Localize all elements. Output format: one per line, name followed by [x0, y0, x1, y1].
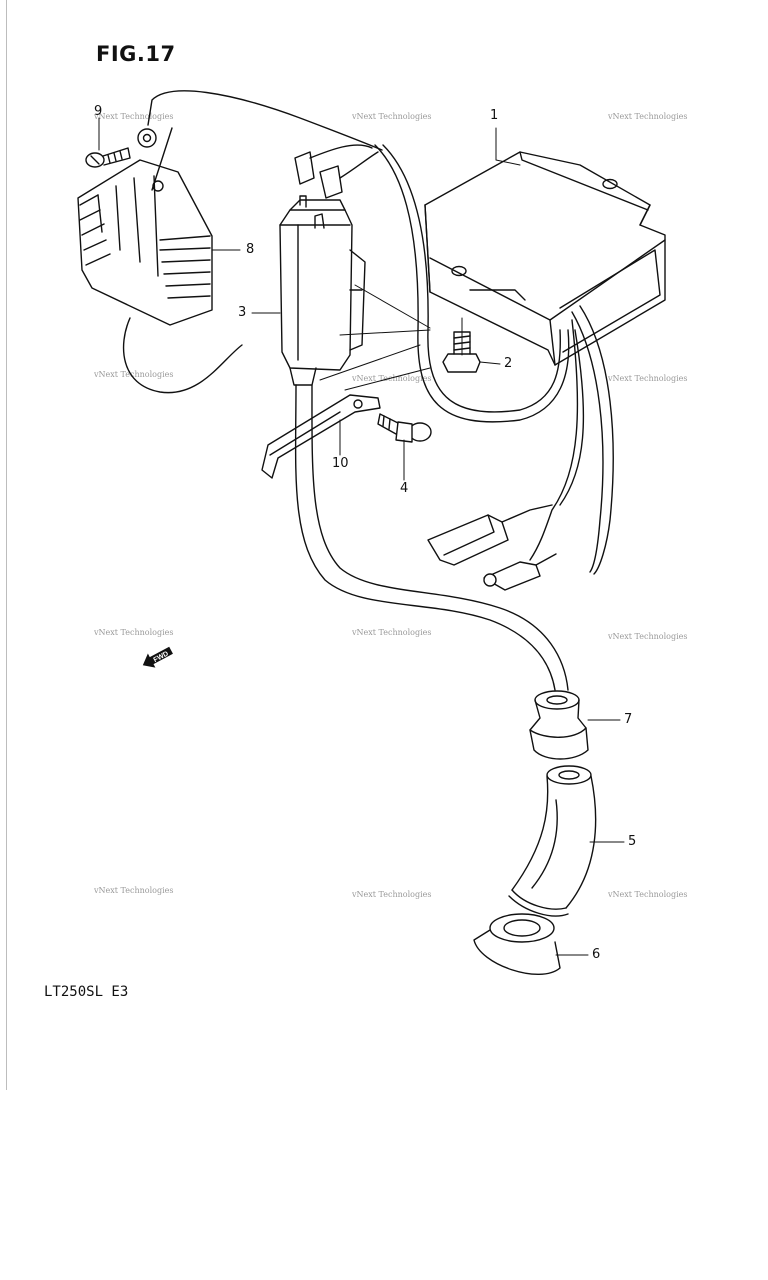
watermark: vNext Technologies: [94, 370, 174, 379]
mounting-bracket: [261, 394, 381, 479]
ignition-coil: [279, 195, 366, 386]
watermark: vNext Technologies: [608, 112, 688, 121]
wiring-harness: [294, 144, 614, 691]
callout-3: 3: [238, 305, 247, 320]
ground-lead: [137, 90, 383, 191]
regulator-screw: [85, 147, 131, 168]
plug-cap-seal: [473, 913, 561, 976]
leader-lines: [98, 117, 625, 956]
fwd-label: FWD: [152, 650, 169, 664]
watermark: vNext Technologies: [352, 374, 432, 383]
callout-7: 7: [624, 712, 633, 727]
watermark: vNext Technologies: [608, 632, 688, 641]
cdi-unit: [424, 151, 666, 366]
callout-4: 4: [400, 481, 409, 496]
model-label: LT250SL E3: [44, 984, 129, 1000]
watermark: vNext Technologies: [608, 374, 688, 383]
plug-cap: [508, 765, 597, 917]
callout-10: 10: [332, 456, 349, 471]
watermark: vNext Technologies: [94, 886, 174, 895]
page-edge-rule: [6, 0, 7, 1090]
figure-title: FIG.17: [96, 42, 176, 66]
watermark: vNext Technologies: [352, 890, 432, 899]
callout-8: 8: [246, 242, 255, 257]
lead-connectors: [427, 504, 557, 591]
grommet: [529, 690, 589, 760]
watermark: vNext Technologies: [94, 628, 174, 637]
regulator-rectifier: [77, 159, 243, 394]
harness-connectors: [294, 144, 379, 199]
watermark: vNext Technologies: [352, 112, 432, 121]
watermark: vNext Technologies: [94, 112, 174, 121]
coil-bolt: [377, 413, 432, 443]
callout-2: 2: [504, 356, 513, 371]
fwd-direction-badge: FWD: [142, 646, 173, 668]
callout-6: 6: [592, 947, 601, 962]
callout-5: 5: [628, 834, 637, 849]
watermark: vNext Technologies: [608, 890, 688, 899]
watermark: vNext Technologies: [352, 628, 432, 637]
callout-9: 9: [94, 104, 103, 119]
callout-1: 1: [490, 108, 499, 123]
